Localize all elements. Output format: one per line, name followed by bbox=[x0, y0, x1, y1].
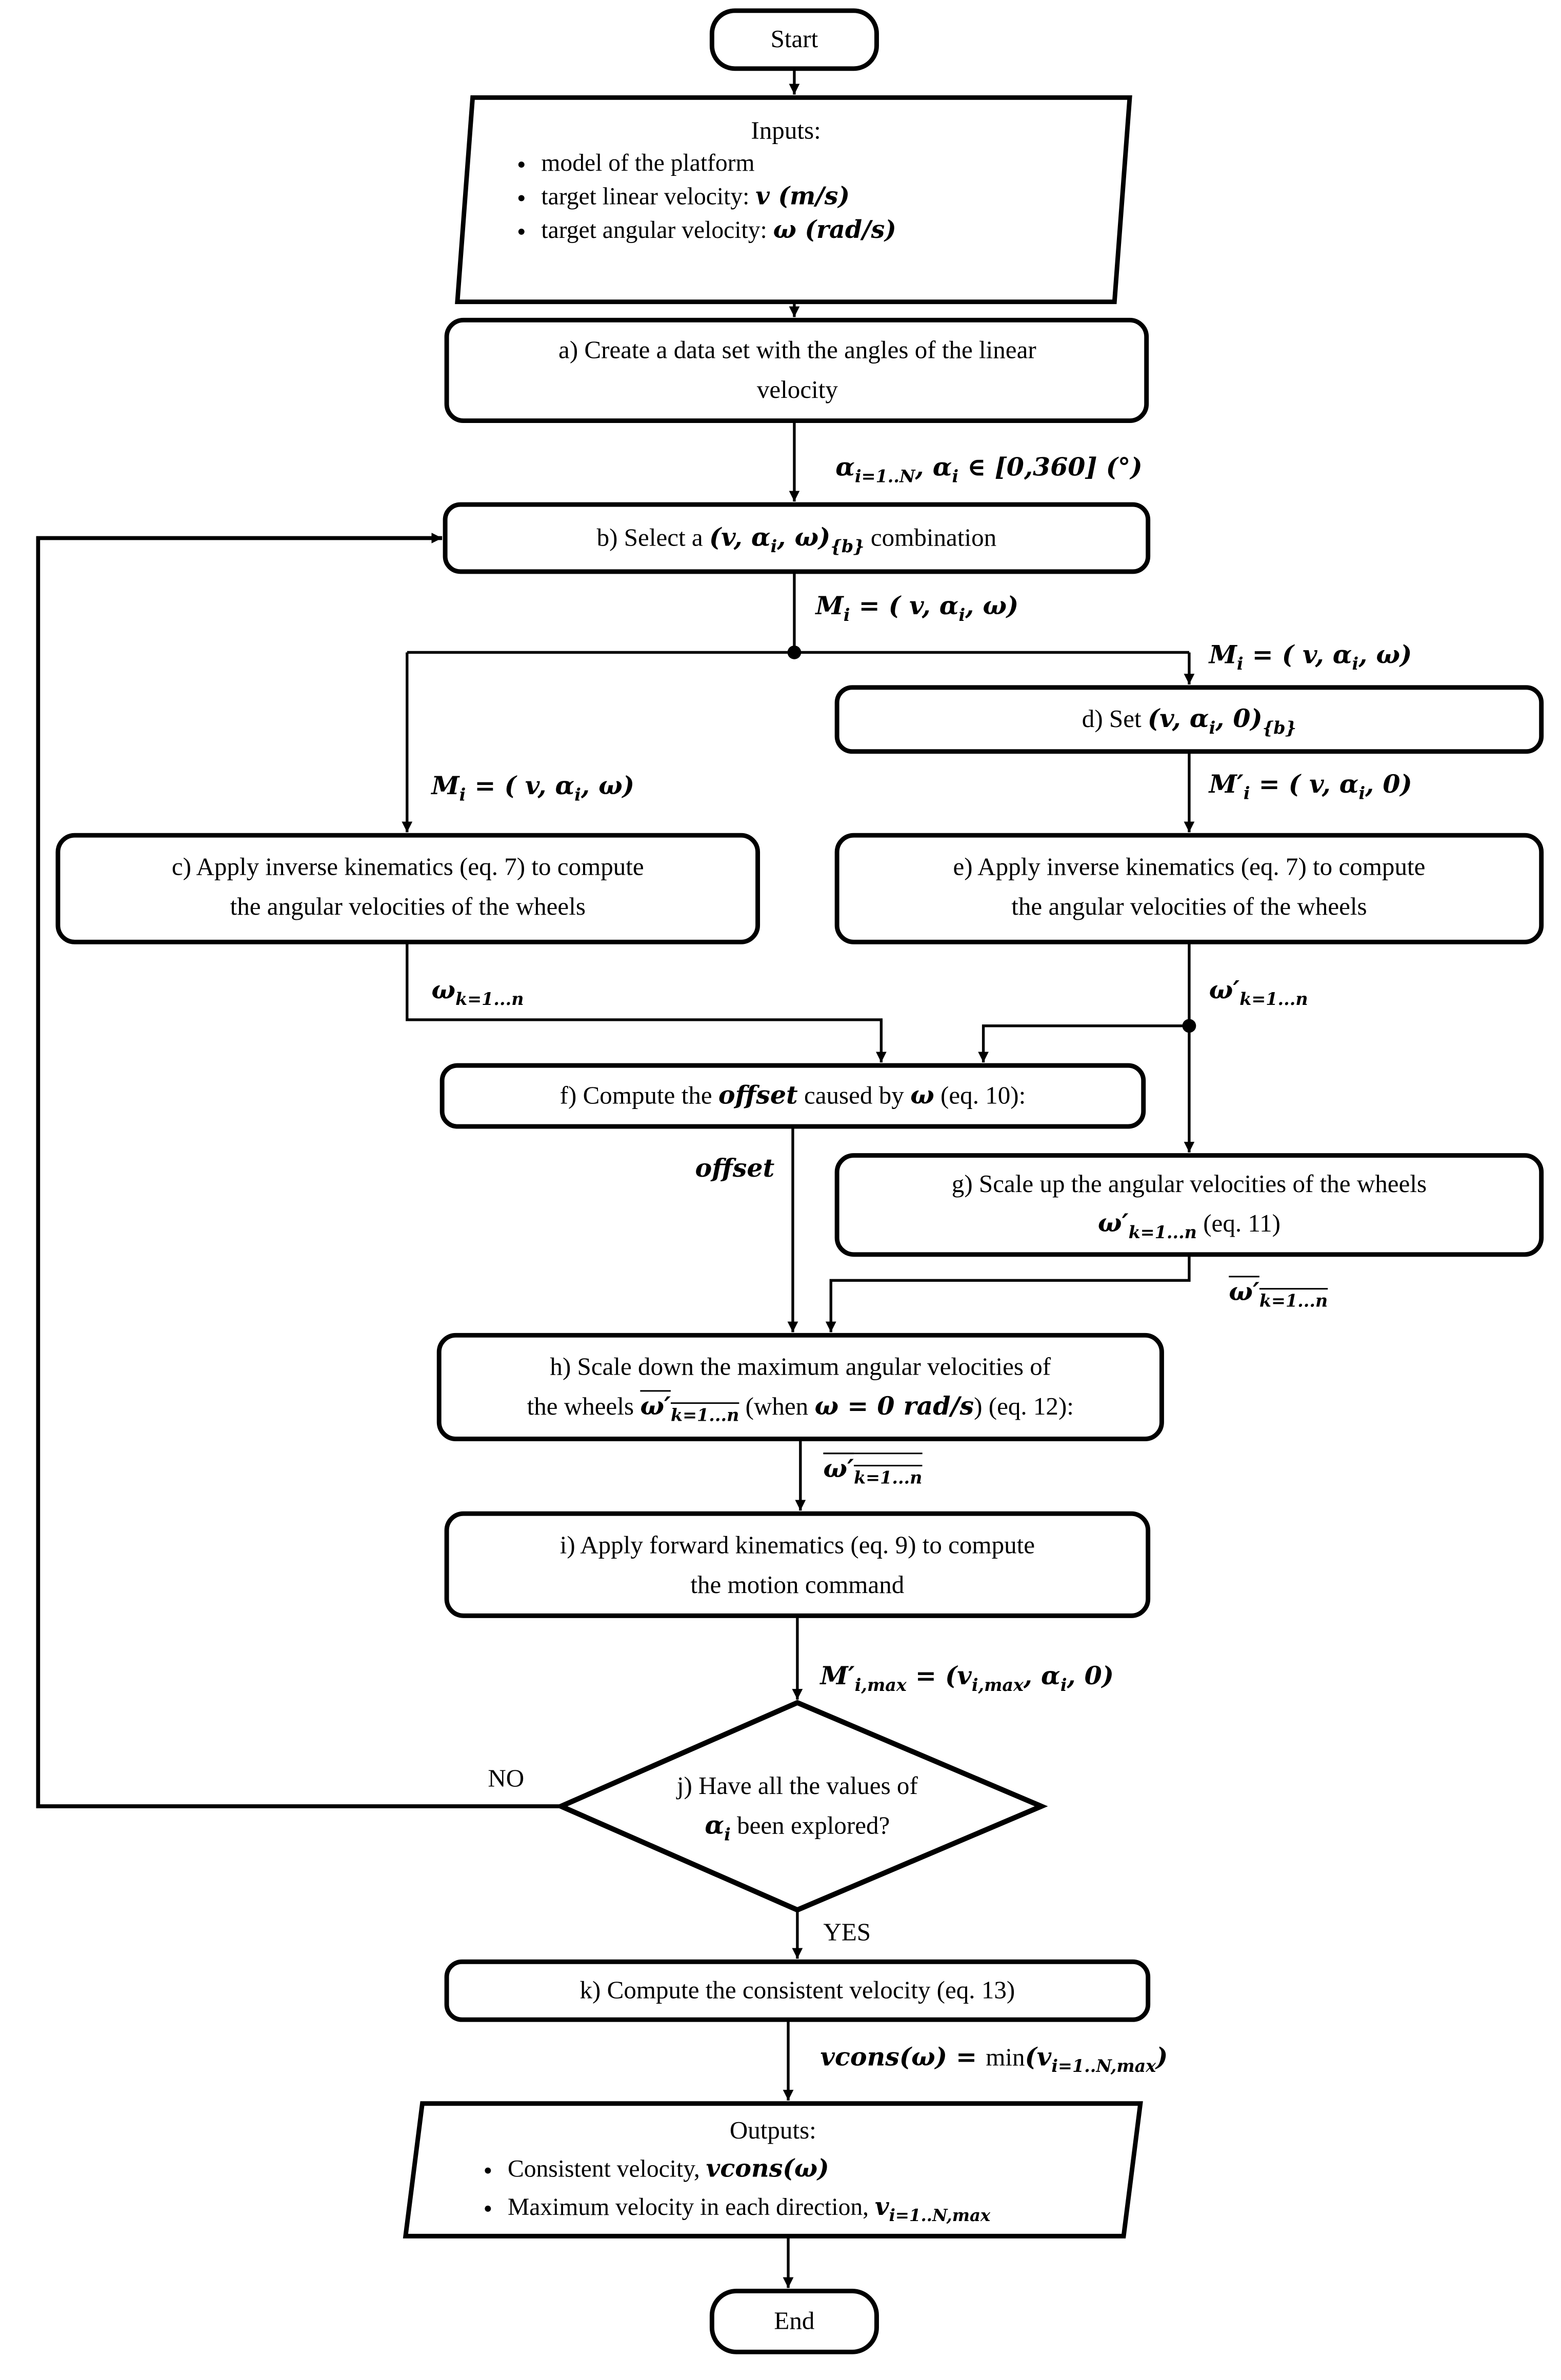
node-start-label: Start bbox=[770, 24, 818, 54]
node-i-label: i) Apply forward kinematics (eq. 9) to c… bbox=[559, 1530, 1035, 1599]
node-f-process-shape bbox=[439, 1063, 1146, 1129]
node-g-label: g) Scale up the angular velocities of th… bbox=[951, 1169, 1427, 1243]
node-inputs-parallelogram-shape bbox=[455, 95, 1132, 305]
edge-label-omega-k-prime-bar: ω′k=1...n bbox=[1229, 1277, 1328, 1312]
inputs-item: target angular velocity: ω (rad/s) bbox=[541, 213, 1127, 247]
node-a-process-shape bbox=[444, 317, 1149, 423]
node-c-label: c) Apply inverse kinematics (eq. 7) to c… bbox=[171, 852, 644, 921]
node-b-label: b) Select a (v, αi, ω){b} combination bbox=[596, 522, 997, 557]
node-g-process-shape bbox=[834, 1153, 1544, 1257]
node-h-process-shape bbox=[436, 1333, 1164, 1441]
outputs-item: Consistent velocity, vcons(ω) bbox=[508, 2151, 1148, 2189]
node-end-label: End bbox=[774, 2306, 815, 2335]
edge-label-omega-k: ωk=1...n bbox=[431, 975, 524, 1010]
branch-label-yes: YES bbox=[823, 1918, 871, 1947]
node-end-terminator-shape bbox=[709, 2288, 879, 2354]
node-inputs-title: Inputs: bbox=[751, 115, 821, 145]
node-outputs-parallelogram-shape bbox=[403, 2101, 1143, 2238]
edge-label-mi: Mi = ( v, αi, ω) bbox=[815, 591, 1019, 626]
node-f-label: f) Compute the offset caused by ω (eq. 1… bbox=[559, 1080, 1026, 1110]
node-c-process-shape bbox=[55, 833, 761, 944]
node-e-label: e) Apply inverse kinematics (eq. 7) to c… bbox=[953, 852, 1426, 921]
edge-label-omega-k-prime-double-bar: ω′k=1...n bbox=[823, 1453, 923, 1486]
inputs-item: target linear velocity: v (m/s) bbox=[541, 180, 1127, 213]
edge-j-b-no-loop bbox=[36, 533, 562, 1808]
edge-c-f bbox=[406, 942, 887, 1063]
edge-junction2-f bbox=[978, 1024, 1189, 1063]
node-k-process-shape bbox=[444, 1959, 1151, 2022]
node-h-label: h) Scale down the maximum angular veloci… bbox=[527, 1352, 1074, 1426]
node-a-label: a) Create a data set with the angles of … bbox=[558, 335, 1036, 404]
branch-label-no: NO bbox=[488, 1763, 525, 1793]
node-outputs-title: Outputs: bbox=[729, 2115, 816, 2145]
edge-label-omega-k-prime: ω′k=1...n bbox=[1209, 975, 1308, 1010]
node-d-process-shape bbox=[834, 685, 1544, 754]
inputs-item: model of the platform bbox=[541, 148, 1127, 179]
inputs-list: model of the platform target linear velo… bbox=[515, 148, 1127, 247]
edge-label-mi-prime: M′i = ( v, αi, 0) bbox=[1209, 770, 1412, 804]
outputs-item: Maximum velocity in each direction, vi=1… bbox=[508, 2189, 1148, 2227]
node-i-process-shape bbox=[444, 1511, 1151, 1618]
edge-label-vcons: vcons(ω) = min(vi=1..N,max) bbox=[820, 2042, 1168, 2077]
node-start-terminator-shape bbox=[709, 8, 879, 71]
node-d-label: d) Set (v, αi, 0){b} bbox=[1082, 704, 1297, 738]
edge-label-mi-left: Mi = ( v, αi, ω) bbox=[431, 771, 635, 805]
node-e-process-shape bbox=[834, 833, 1544, 944]
edge-label-mi-max: M′i,max = (vi,max, αi, 0) bbox=[820, 1661, 1114, 1696]
edge-label-offset: offset bbox=[695, 1154, 775, 1183]
edge-g-h bbox=[825, 1254, 1191, 1333]
node-k-label: k) Compute the consistent velocity (eq. … bbox=[579, 1975, 1015, 2005]
junction-dot-after-e bbox=[1182, 1019, 1196, 1033]
node-b-process-shape bbox=[443, 502, 1151, 574]
node-j-decision-shape bbox=[554, 1700, 1048, 1913]
outputs-list: Consistent velocity, vcons(ω) Maximum ve… bbox=[482, 2151, 1148, 2227]
junction-dot-after-b bbox=[787, 646, 802, 659]
edge-label-alpha-set: αi=1..N, αi ∈ [0,360] (°) bbox=[835, 452, 1143, 487]
edge-label-mi-right: Mi = ( v, αi, ω) bbox=[1209, 640, 1412, 674]
